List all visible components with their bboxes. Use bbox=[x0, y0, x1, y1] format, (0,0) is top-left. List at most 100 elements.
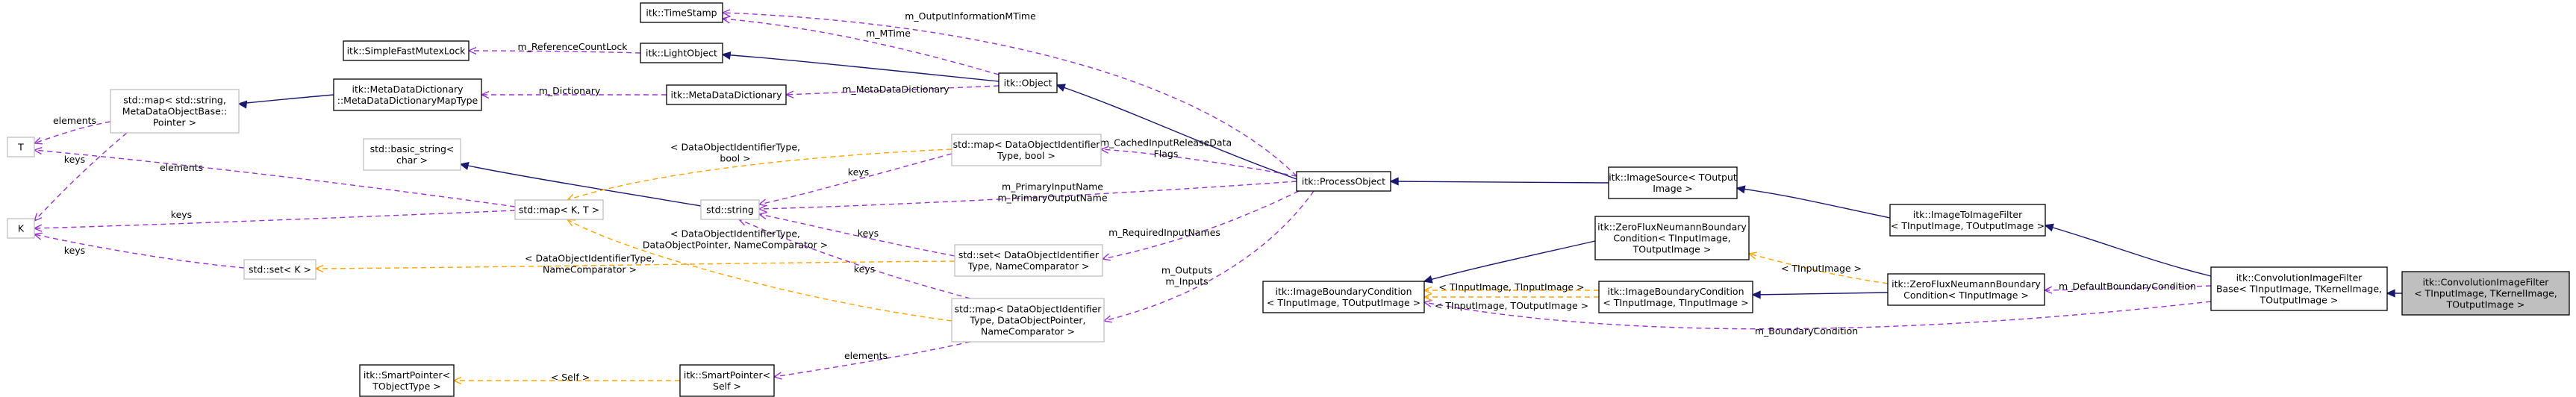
node-k[interactable]: K bbox=[7, 218, 35, 239]
node-boundarycond-inout[interactable]: itk::ImageBoundaryCondition< TInputImage… bbox=[1262, 281, 1425, 313]
edge-label: keys bbox=[171, 209, 192, 220]
node-label: itk::MetaDataDictionary bbox=[670, 90, 782, 101]
node-map-dataobjectid-bool[interactable]: std::map< DataObjectIdentifierType, bool… bbox=[951, 134, 1102, 166]
edge-inh-imgsrc-img2img bbox=[1735, 185, 1891, 219]
edge-keys-map-k: keys bbox=[33, 132, 128, 222]
node-imagetoimagefilter[interactable]: itk::ImageToImageFilter< TInputImage, TO… bbox=[1889, 204, 2046, 237]
node-metadatadict-maptype[interactable]: itk::MetaDataDictionary::MetaDataDiction… bbox=[333, 78, 482, 111]
edge-inh-zfinout-bcinout bbox=[1423, 240, 1596, 284]
edge-tmpl-dataobjectid-bool: < DataObjectIdentifierType,bool > bbox=[566, 142, 952, 201]
node-label: itk::ProcessObject bbox=[1302, 176, 1385, 187]
node-label: itk::ZeroFluxNeumannBoundary bbox=[1892, 278, 2041, 290]
edge-label: NameComparator > bbox=[543, 264, 637, 275]
node-label: itk::Object bbox=[1004, 78, 1052, 89]
node-simplefastmutexlock[interactable]: itk::SimpleFastMutexLock bbox=[343, 40, 470, 61]
edge-label: m_BoundaryCondition bbox=[1755, 325, 1858, 337]
edge-inh-processobject-imgsrc bbox=[1389, 177, 1609, 186]
edge-label: < TInputImage, TInputImage > bbox=[1438, 281, 1584, 293]
node-label: std::map< K, T > bbox=[519, 204, 599, 216]
edge-label: m_OutputInformationMTime bbox=[905, 10, 1036, 22]
edge-label: < DataObjectIdentifierType, bbox=[525, 253, 655, 264]
node-label: itk::SimpleFastMutexLock bbox=[347, 46, 467, 57]
node-smartpointer-objecttype[interactable]: itk::SmartPointer<TObjectType > bbox=[359, 364, 455, 397]
node-label: itk::ConvolutionImageFilter bbox=[2236, 272, 2363, 284]
node-label: K bbox=[18, 223, 25, 234]
node-boundarycond-inin[interactable]: itk::ImageBoundaryCondition< TInputImage… bbox=[1598, 281, 1753, 313]
node-map-dataobjectid-pointer[interactable]: std::map< DataObjectIdentifierType, Data… bbox=[951, 298, 1105, 343]
edge-label: keys bbox=[848, 166, 869, 178]
edge-tmpl-input-output: < TInputImage, TOutputImage > bbox=[1423, 293, 1599, 311]
edge-m-output-information-mtime: m_OutputInformationMTime bbox=[721, 9, 1297, 177]
node-set-k[interactable]: std::set< K > bbox=[243, 259, 316, 280]
node-label: T bbox=[17, 142, 24, 153]
node-label: itk::TimeStamp bbox=[646, 7, 717, 19]
node-label: itk::SmartPointer< bbox=[364, 369, 450, 381]
node-label: TObjectType > bbox=[372, 381, 441, 392]
edge-tmpl-dataobjectid-namecomp: < DataObjectIdentifierType,NameComparato… bbox=[314, 253, 955, 275]
node-object[interactable]: itk::Object bbox=[998, 72, 1058, 93]
edge-label: DataObjectPointer, NameComparator > bbox=[643, 240, 828, 251]
node-smartpointer-self[interactable]: itk::SmartPointer<Self > bbox=[679, 364, 775, 397]
node-label: Type, bool > bbox=[997, 150, 1055, 161]
edge-inh-convbase-convfilter bbox=[2386, 289, 2402, 298]
node-t[interactable]: T bbox=[7, 137, 35, 157]
node-imagesource[interactable]: itk::ImageSource< TOutputImage > bbox=[1608, 166, 1738, 199]
node-label: itk::MetaDataDictionary bbox=[352, 84, 464, 95]
node-label: < TInputImage, TOutputImage > bbox=[1267, 297, 1420, 308]
node-label: std::basic_string< bbox=[370, 143, 455, 154]
edge-label: bool > bbox=[720, 153, 750, 164]
node-label: Base< TInputImage, TKernelImage, bbox=[2216, 284, 2382, 295]
node-label: char > bbox=[396, 154, 428, 166]
edge-label: < Self > bbox=[551, 372, 590, 383]
node-label: ::MetaDataDictionaryMapType bbox=[337, 95, 478, 106]
node-basic-string[interactable]: std::basic_string<char > bbox=[363, 138, 461, 171]
edge-label: m_ReferenceCountLock bbox=[518, 41, 629, 52]
node-lightobject[interactable]: itk::LightObject bbox=[640, 43, 723, 63]
node-label: itk::ConvolutionImageFilter bbox=[2423, 277, 2550, 288]
edge-inh-basicstring-string bbox=[459, 161, 702, 207]
edge-inh-zfin-bcinin bbox=[1751, 290, 1889, 299]
node-label: itk::ImageBoundaryCondition bbox=[1275, 286, 1412, 297]
edge-inh-mapstring-maptype bbox=[237, 94, 334, 109]
edge-keys-set-k: keys bbox=[33, 232, 245, 269]
edge-tmpl-dataobjectid-pointer: < DataObjectIdentifierType,DataObjectPoi… bbox=[566, 219, 952, 322]
edge-label: m_RequiredInputNames bbox=[1108, 227, 1220, 238]
edge-inh-img2img-convbase bbox=[2044, 223, 2212, 277]
node-string[interactable]: std::string bbox=[700, 199, 760, 220]
node-convolutionfilter[interactable]: itk::ConvolutionImageFilter< TInputImage… bbox=[2401, 271, 2570, 316]
node-label: TOutputImage > bbox=[2446, 299, 2525, 310]
node-label: TOutputImage > bbox=[1632, 244, 1712, 255]
node-label: std::map< DataObjectIdentifier bbox=[953, 139, 1101, 150]
edge-elements-smartpointer: elements bbox=[773, 341, 971, 380]
node-label: < TInputImage, TKernelImage, bbox=[2414, 288, 2557, 299]
node-processobject[interactable]: itk::ProcessObject bbox=[1296, 171, 1391, 192]
node-label: Image > bbox=[1653, 183, 1693, 194]
node-label: Pointer > bbox=[153, 117, 196, 128]
edge-label: m_CachedInputReleaseData bbox=[1100, 137, 1232, 149]
node-label: MetaDataObjectBase:: bbox=[122, 106, 227, 117]
node-label: itk::ImageBoundaryCondition bbox=[1607, 286, 1744, 297]
node-label: Condition< TInputImage, bbox=[1613, 233, 1730, 244]
edge-elements-map-t: elements bbox=[33, 115, 111, 145]
edge-label: m_PrimaryInputName bbox=[1002, 181, 1103, 193]
node-label: Type, DataObjectPointer, bbox=[969, 315, 1085, 326]
node-label: itk::SmartPointer< bbox=[684, 369, 770, 381]
edge-label: elements bbox=[160, 162, 203, 173]
node-set-dataobjectid[interactable]: std::set< DataObjectIdentifierType, Name… bbox=[954, 244, 1103, 277]
node-label: < TInputImage, TInputImage > bbox=[1603, 297, 1748, 308]
node-map-string-metadata[interactable]: std::map< std::string,MetaDataObjectBase… bbox=[110, 89, 240, 134]
node-timestamp[interactable]: itk::TimeStamp bbox=[640, 2, 723, 23]
node-metadatadictionary[interactable]: itk::MetaDataDictionary bbox=[666, 84, 787, 105]
node-label: itk::ImageToImageFilter bbox=[1913, 209, 2023, 220]
node-label: itk::LightObject bbox=[646, 48, 717, 59]
node-label: std::map< DataObjectIdentifier bbox=[955, 304, 1103, 315]
edge-m-required-input-names: m_RequiredInputNames bbox=[1101, 190, 1300, 261]
edge-label: keys bbox=[854, 263, 875, 275]
node-label: itk::ImageSource< TOutput bbox=[1609, 172, 1737, 183]
node-map-k-t[interactable]: std::map< K, T > bbox=[514, 199, 604, 220]
